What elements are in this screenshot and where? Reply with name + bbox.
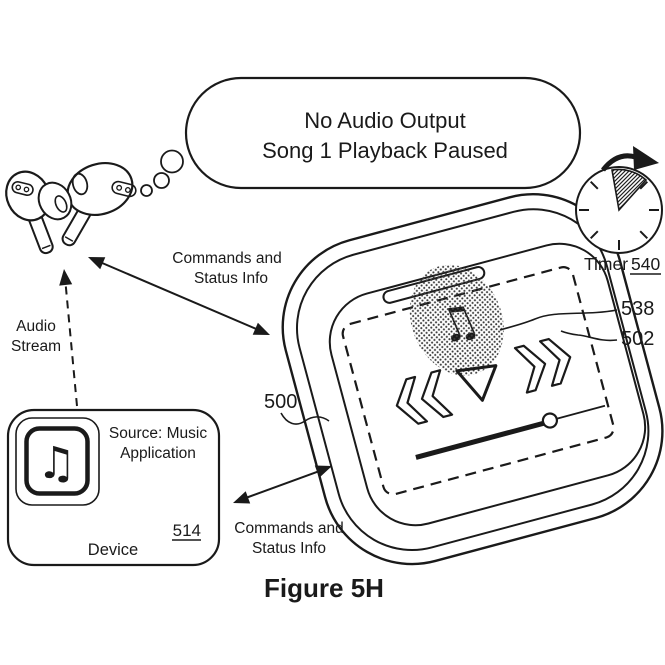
music-app-icon-frame xyxy=(24,426,90,496)
left-earbud-vent-icon xyxy=(11,181,34,197)
label-538: 538 xyxy=(621,298,654,320)
left-earbud-stem-tip-line xyxy=(41,244,51,250)
play-icon[interactable] xyxy=(455,361,504,405)
commands-top-label-line2: Status Info xyxy=(194,270,268,287)
label-514: 514 xyxy=(173,521,201,540)
right-earbud-sensor-oval xyxy=(71,172,89,196)
leader-538 xyxy=(499,309,618,331)
right-earbud-stem-tip-line xyxy=(64,236,74,242)
progress-slider[interactable] xyxy=(414,399,607,463)
device-source-line2: Application xyxy=(120,445,196,462)
right-earbud-vent-icon xyxy=(111,180,137,198)
commands-top-label-line1: Commands and xyxy=(172,250,281,267)
label-502: 502 xyxy=(621,328,654,350)
bubble-text-line1: No Audio Output xyxy=(304,108,465,133)
audio-stream-arrow xyxy=(59,269,78,407)
commands-arrow-top xyxy=(88,257,270,335)
music-app-note-icon: ♫ xyxy=(37,438,76,489)
device-box: ♫ Source: Music Application 514 Device xyxy=(6,408,221,567)
thought-trail-dot-medium xyxy=(153,172,170,189)
case-reference-labels: 500 538 502 xyxy=(264,298,654,425)
commands-arrow-bottom xyxy=(233,465,332,504)
leader-500 xyxy=(280,412,330,425)
left-earbud-tip-opening xyxy=(54,195,68,213)
commands-bottom-label-line2: Status Info xyxy=(252,540,326,557)
timer-elapsed-wedge xyxy=(611,168,648,212)
label-500: 500 xyxy=(264,391,297,413)
case-inner-contour xyxy=(295,208,650,552)
slider-elapsed-bar xyxy=(415,420,545,460)
fast-forward-icon[interactable] xyxy=(513,335,576,394)
right-earbud-body xyxy=(66,162,134,216)
timer-ticks xyxy=(579,180,659,250)
left-earbud xyxy=(5,170,73,255)
device-source-line1: Source: Music xyxy=(109,425,207,442)
device-name-label: Device xyxy=(88,541,138,559)
rewind-icon[interactable] xyxy=(391,369,454,428)
thought-trail-dot-small xyxy=(140,184,153,197)
thought-trail-dot-large xyxy=(160,149,184,174)
audio-stream-label-line2: Stream xyxy=(11,338,61,355)
thought-bubble-outline xyxy=(184,76,582,190)
timer-label: Timer xyxy=(584,254,628,274)
music-app-icon[interactable] xyxy=(15,417,100,506)
leader-502 xyxy=(560,330,618,342)
slider-knob-icon[interactable] xyxy=(541,412,559,429)
commands-bottom-label-line1: Commands and xyxy=(234,520,343,537)
touch-contact-oval[interactable] xyxy=(393,250,520,390)
bubble-text-line2: Song 1 Playback Paused xyxy=(262,138,508,163)
figure-caption: Figure 5H xyxy=(264,573,384,603)
slider-remaining-bar xyxy=(556,404,606,420)
thought-bubble: No Audio Output Song 1 Playback Paused xyxy=(140,76,582,197)
timer-arrowhead-icon xyxy=(633,146,659,170)
audio-stream-label-line1: Audio xyxy=(16,318,56,335)
timer-ref: 540 xyxy=(631,254,660,274)
timer-icon: Timer 540 xyxy=(575,146,663,275)
earbuds-illustration xyxy=(5,162,137,255)
charging-case-illustration: ♫ xyxy=(281,193,664,566)
